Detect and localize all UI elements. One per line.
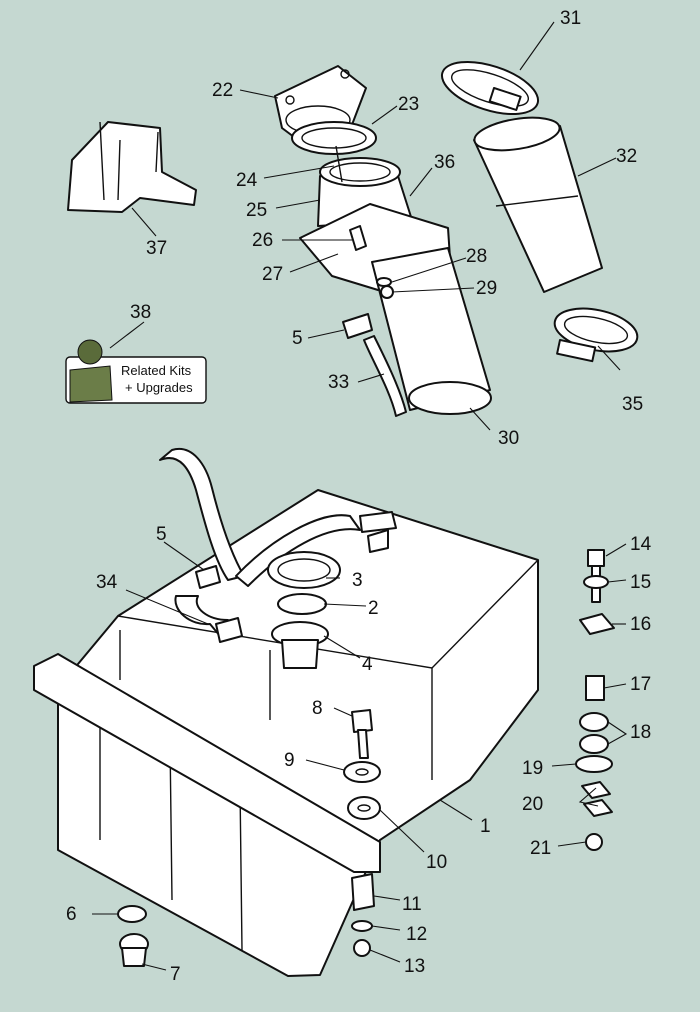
- label-8: 8: [312, 698, 323, 719]
- label-30: 30: [498, 428, 519, 449]
- label-7: 7: [170, 964, 181, 985]
- part-30-filler-tube[interactable]: [371, 247, 492, 415]
- part-31-hose-clamp[interactable]: [436, 52, 545, 125]
- label-32: 32: [616, 146, 637, 167]
- label-35: 35: [622, 394, 643, 415]
- label-20: 20: [522, 794, 543, 815]
- part-28-washer[interactable]: [376, 277, 392, 287]
- part-16-plate[interactable]: [579, 613, 615, 635]
- related-kits-badge[interactable]: Related Kits + Upgrades: [65, 339, 207, 404]
- label-25: 25: [246, 200, 267, 221]
- part-17-sleeve[interactable]: [585, 675, 605, 701]
- kit-badge-line2: + Upgrades: [125, 380, 193, 395]
- label-3: 3: [352, 570, 363, 591]
- label-12: 12: [406, 924, 427, 945]
- part-21-nut[interactable]: [585, 833, 603, 851]
- label-17: 17: [630, 674, 651, 695]
- label-15: 15: [630, 572, 651, 593]
- label-22: 22: [212, 80, 233, 101]
- label-5-lower: 5: [156, 524, 167, 545]
- part-24-link[interactable]: [335, 145, 343, 183]
- label-1: 1: [480, 816, 491, 837]
- label-11: 11: [402, 894, 422, 915]
- label-26: 26: [252, 230, 273, 251]
- label-21: 21: [530, 838, 551, 859]
- label-9: 9: [284, 750, 295, 771]
- label-6: 6: [66, 904, 77, 925]
- part-7-drain-plug[interactable]: [119, 933, 149, 967]
- part-18-rubber-mount-b[interactable]: [579, 734, 609, 754]
- label-28: 28: [466, 246, 487, 267]
- part-fuel-pipe[interactable]: [159, 447, 397, 587]
- label-31: 31: [560, 8, 581, 29]
- part-6-drain-seal[interactable]: [117, 905, 147, 923]
- part-33-hose[interactable]: [363, 335, 407, 417]
- part-labels: 22 23 24 25 26 27 28 29 36 31 32 35 30 3…: [66, 8, 652, 985]
- label-38: 38: [130, 302, 151, 323]
- part-37-bracket[interactable]: [67, 121, 197, 213]
- kit-badge-line1: Related Kits: [121, 363, 192, 378]
- label-27: 27: [262, 264, 283, 285]
- part-8-bolt[interactable]: [351, 709, 373, 759]
- part-12-washer[interactable]: [351, 920, 373, 932]
- label-16: 16: [630, 614, 651, 635]
- part-15-washer[interactable]: [583, 575, 609, 589]
- label-5-upper: 5: [292, 328, 303, 349]
- part-10-rubber-washer[interactable]: [347, 796, 381, 820]
- part-13-nut[interactable]: [353, 939, 371, 957]
- part-4-sender-unit[interactable]: [271, 621, 329, 669]
- part-26-screw[interactable]: [349, 225, 367, 251]
- label-29: 29: [476, 278, 497, 299]
- part-5-clip-lower[interactable]: [195, 565, 221, 589]
- part-9-washer[interactable]: [343, 761, 381, 783]
- part-2-sender-seal[interactable]: [277, 593, 327, 615]
- part-20-plate-a[interactable]: [581, 781, 611, 799]
- label-33: 33: [328, 372, 349, 393]
- part-3-sender-ring[interactable]: [267, 551, 341, 589]
- mechanic-icon: [77, 339, 103, 365]
- part-19-washer[interactable]: [575, 755, 613, 773]
- label-14: 14: [630, 534, 652, 555]
- label-34: 34: [96, 572, 118, 593]
- label-19: 19: [522, 758, 543, 779]
- label-36: 36: [434, 152, 455, 173]
- label-37: 37: [146, 238, 167, 259]
- label-23: 23: [398, 94, 419, 115]
- label-4: 4: [362, 654, 373, 675]
- part-11-spacer[interactable]: [351, 873, 375, 911]
- part-20-plate-b[interactable]: [583, 799, 613, 817]
- label-10: 10: [426, 852, 447, 873]
- part-32-hose-sleeve[interactable]: [472, 112, 603, 293]
- part-5-clip-upper[interactable]: [342, 313, 373, 339]
- label-2: 2: [368, 598, 379, 619]
- label-18: 18: [630, 722, 651, 743]
- part-hose-clip-34[interactable]: [215, 617, 243, 643]
- label-13: 13: [404, 956, 425, 977]
- label-24: 24: [236, 170, 258, 191]
- leader-lines: [92, 21, 628, 971]
- part-35-hose-clamp[interactable]: [551, 302, 641, 363]
- part-18-rubber-mount-a[interactable]: [579, 712, 609, 732]
- part-29-nut[interactable]: [380, 285, 394, 299]
- part-23-seal[interactable]: [291, 121, 377, 155]
